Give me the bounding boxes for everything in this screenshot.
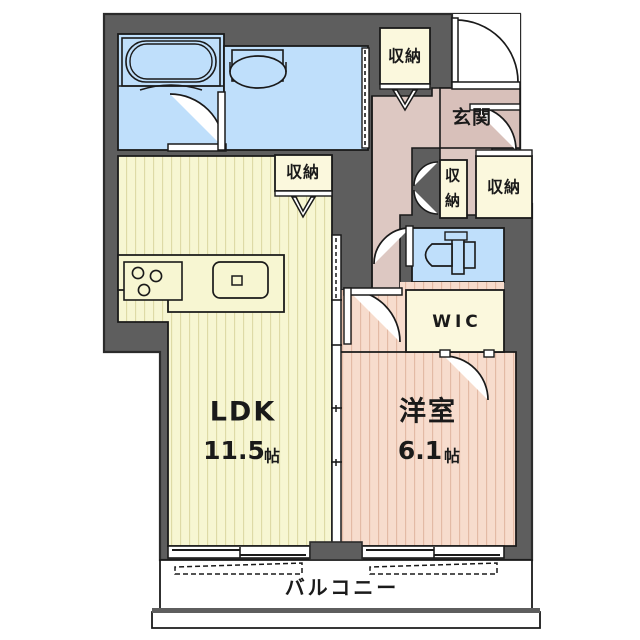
entrance-swing-door[interactable]	[451, 17, 521, 90]
sliding-partition[interactable]	[331, 234, 342, 547]
bathtub-icon	[118, 37, 224, 91]
genkan-label-group: 玄関	[452, 106, 492, 129]
bedroom-floor	[339, 282, 517, 547]
closet-narrow-label-1: 収	[445, 167, 461, 185]
closet-entry[interactable]: 収納	[475, 149, 533, 219]
toilet-swing-door[interactable]	[373, 225, 414, 267]
washbasin-icon	[229, 49, 287, 89]
stove-icon	[123, 261, 183, 301]
closet-narrow[interactable]: 収 納	[439, 159, 468, 219]
wic-swing-door[interactable]	[439, 349, 495, 401]
closet-ldk[interactable]: 収納	[274, 154, 333, 219]
kitchen-sink-icon	[212, 261, 269, 299]
kitchen-counter	[117, 254, 285, 313]
balcony-step-outlines	[174, 562, 498, 575]
closet-ldk-label: 収納	[286, 163, 320, 182]
balcony-area: バルコニー	[151, 559, 541, 629]
ldk-labels: LDK 11.5 帖	[203, 397, 280, 466]
bedroom-area-unit: 帖	[444, 447, 460, 466]
wic-room[interactable]: WIC	[405, 289, 505, 353]
window-center-pier	[309, 541, 363, 561]
bedroom-name-label: 洋室	[399, 396, 457, 428]
bathroom-swing-door[interactable]	[167, 91, 227, 152]
bedroom-swing-door[interactable]	[343, 287, 403, 345]
ldk-balcony-window[interactable]	[167, 545, 311, 559]
bedroom-area-value: 6.1	[398, 436, 442, 465]
toilet-icon	[424, 231, 476, 275]
ldk-name-label: LDK	[210, 397, 277, 428]
balcony-label: バルコニー	[285, 576, 400, 600]
hall-swing-door[interactable]	[469, 103, 521, 151]
washroom-sliding-door[interactable]	[361, 47, 370, 149]
ldk-area-unit: 帖	[264, 447, 280, 466]
closet-top-label: 収納	[388, 47, 422, 66]
closet-narrow-label-2: 納	[445, 192, 461, 210]
closet-entry-label: 収納	[487, 178, 521, 197]
closet-swing-door[interactable]	[413, 161, 439, 215]
closet-top[interactable]: 収納	[379, 27, 431, 112]
ldk-area-value: 11.5	[203, 436, 265, 465]
bedroom-balcony-window[interactable]	[361, 545, 505, 559]
bedroom-labels: 洋室 6.1 帖	[398, 396, 460, 466]
wic-label: WIC	[432, 312, 482, 332]
genkan-label: 玄関	[452, 106, 492, 129]
